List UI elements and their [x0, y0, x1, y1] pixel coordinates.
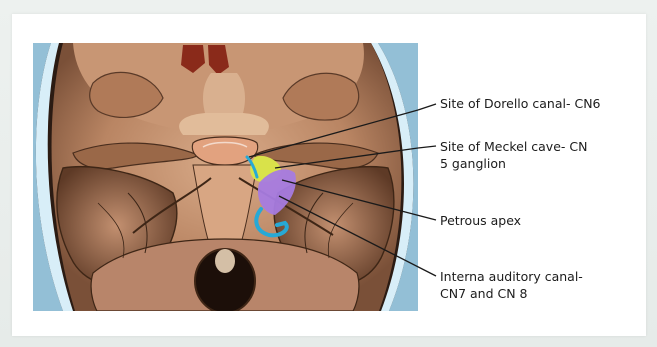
- label-meckel-cave-line1: Site of Meckel cave- CN: [440, 139, 587, 154]
- label-petrous-apex: Petrous apex: [440, 213, 521, 228]
- label-auditory-canal-line1: Interna auditory canal-: [440, 269, 583, 284]
- label-dorello-canal: Site of Dorello canal- CN6: [440, 96, 601, 111]
- label-auditory-canal-line2: CN7 and CN 8: [440, 286, 528, 301]
- label-meckel-cave-line2: 5 ganglion: [440, 156, 506, 171]
